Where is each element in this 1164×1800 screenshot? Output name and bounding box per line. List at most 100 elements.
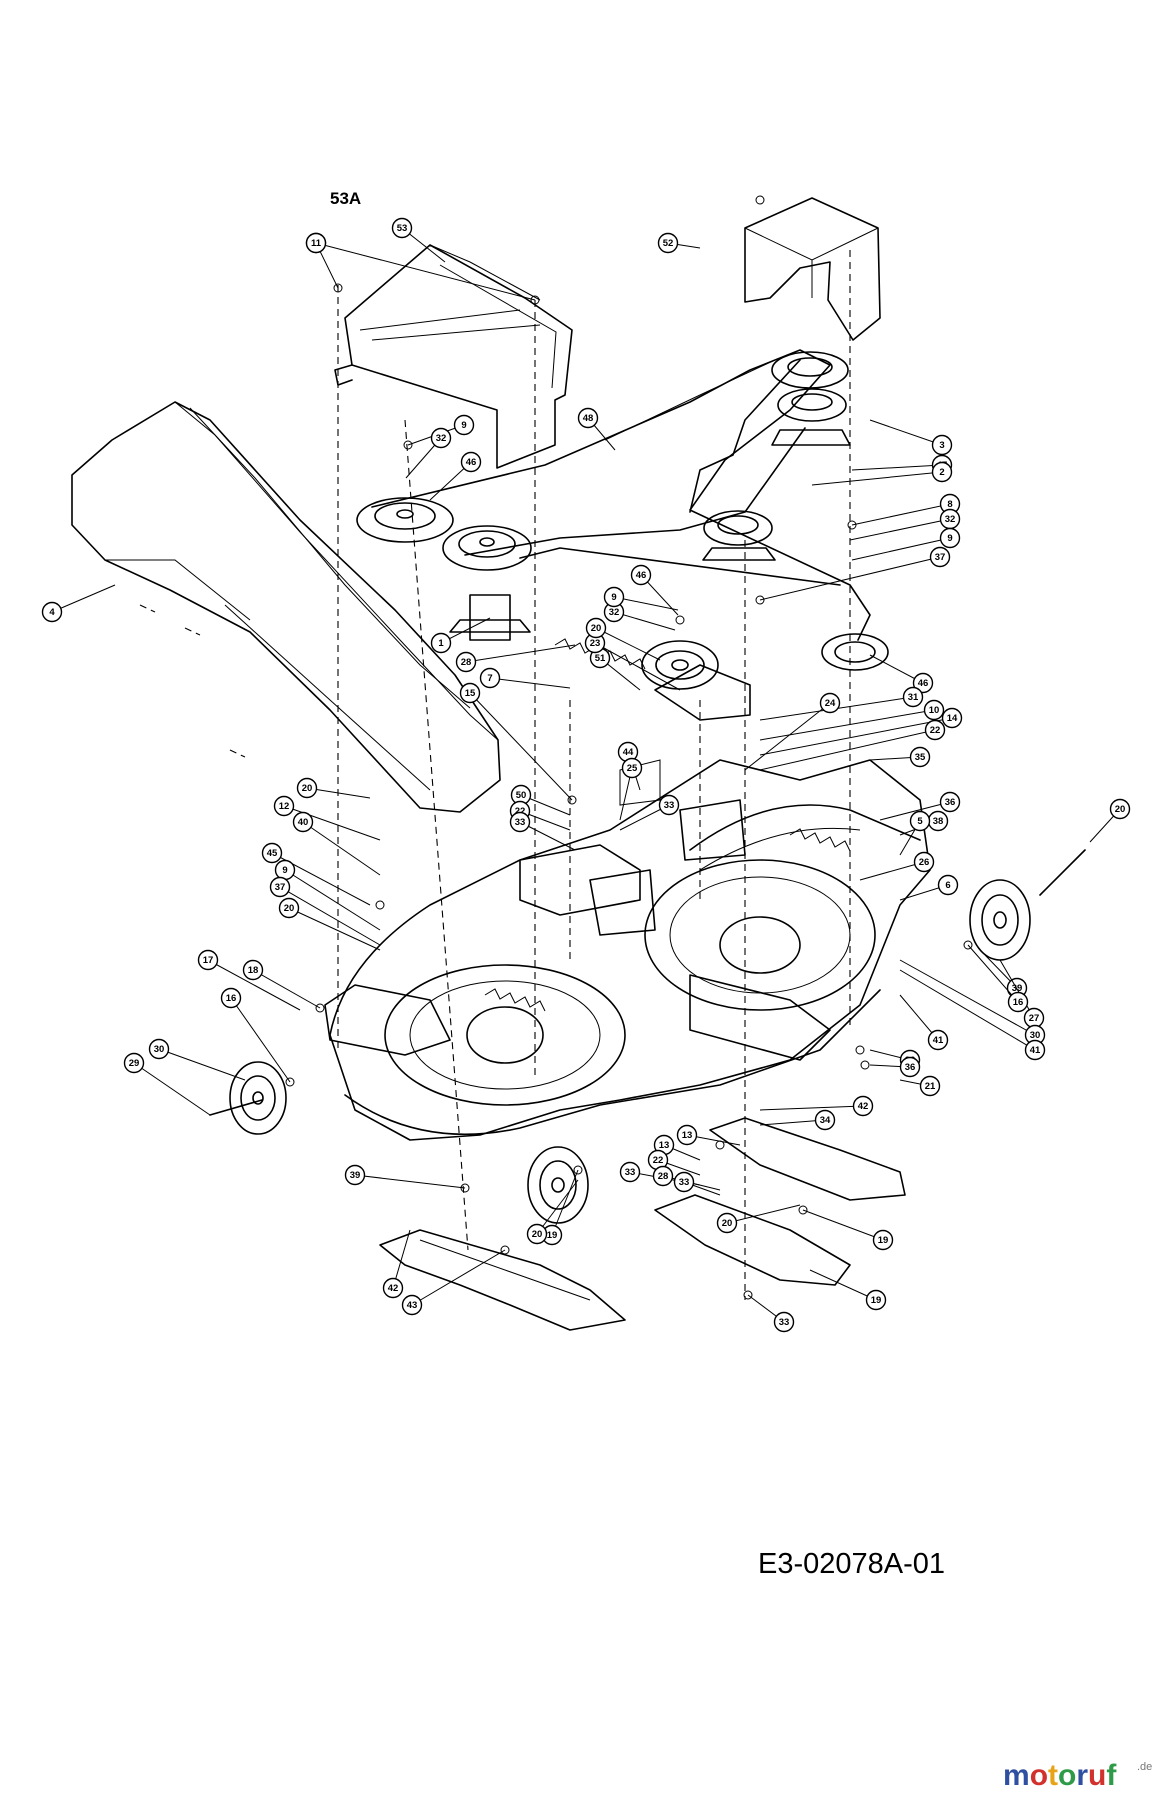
callout-12: 12 — [273, 795, 381, 841]
svg-text:15: 15 — [465, 688, 476, 699]
svg-text:42: 42 — [388, 1283, 399, 1294]
svg-text:20: 20 — [591, 623, 602, 634]
svg-text:10: 10 — [929, 705, 940, 716]
svg-text:18: 18 — [248, 965, 259, 976]
svg-text:41: 41 — [1030, 1045, 1041, 1056]
header-label: 53A — [330, 189, 361, 208]
svg-text:14: 14 — [947, 713, 958, 724]
svg-text:20: 20 — [532, 1229, 543, 1240]
motoruf-watermark: motoruf .de — [1003, 1759, 1152, 1792]
left-belt-cover — [334, 244, 573, 469]
callout-3: 3 — [869, 419, 953, 456]
svg-text:33: 33 — [664, 800, 675, 811]
callout-16: 16 — [967, 944, 1029, 1013]
callout-33: 33 — [673, 1171, 721, 1196]
callout-26: 26 — [859, 851, 935, 881]
callout-17: 17 — [197, 949, 301, 1011]
svg-text:9: 9 — [282, 865, 287, 876]
callout-48: 48 — [577, 407, 616, 451]
callout-42: 42 — [382, 1229, 411, 1299]
callout-8: 8 — [851, 493, 961, 526]
svg-text:20: 20 — [1115, 804, 1126, 815]
svg-text:9: 9 — [611, 592, 616, 603]
callout-40: 40 — [292, 811, 381, 876]
callout-43: 43 — [401, 1249, 506, 1316]
svg-text:27: 27 — [1029, 1013, 1040, 1024]
svg-text:3: 3 — [939, 440, 944, 451]
callout-37: 37 — [269, 876, 381, 946]
callout-27: 27 — [999, 959, 1045, 1029]
svg-text:35: 35 — [915, 752, 926, 763]
callout-52: 52 — [657, 232, 701, 254]
svg-text:36: 36 — [905, 1062, 916, 1073]
callout-9: 9 — [407, 414, 475, 446]
svg-text:2: 2 — [939, 467, 944, 478]
svg-text:19: 19 — [871, 1295, 882, 1306]
callout-15: 15 — [459, 682, 573, 801]
assembly-lines — [139, 250, 851, 1300]
callout-46: 46 — [630, 564, 679, 616]
svg-text:22: 22 — [653, 1155, 664, 1166]
svg-text:46: 46 — [636, 570, 647, 581]
svg-text:39: 39 — [350, 1170, 361, 1181]
callout-11: 11 — [305, 232, 536, 301]
callout-39: 39 — [344, 1164, 466, 1189]
callout-20: 20 — [296, 777, 371, 799]
svg-text:4: 4 — [49, 607, 55, 618]
svg-text:16: 16 — [1013, 997, 1024, 1008]
callout-16: 16 — [220, 987, 291, 1083]
callout-34: 34 — [759, 1109, 836, 1131]
svg-text:46: 46 — [466, 457, 477, 468]
watermark-text: motoruf — [1003, 1759, 1117, 1792]
callout-30: 30 — [899, 959, 1046, 1046]
gauge-wheels — [209, 849, 1086, 1224]
svg-text:33: 33 — [779, 1317, 790, 1328]
svg-text:32: 32 — [436, 433, 447, 444]
svg-text:22: 22 — [515, 806, 526, 817]
svg-text:9: 9 — [947, 533, 952, 544]
svg-text:17: 17 — [203, 955, 214, 966]
svg-text:28: 28 — [658, 1171, 669, 1182]
callout-30: 30 — [148, 1038, 246, 1081]
svg-text:19: 19 — [547, 1230, 558, 1241]
svg-text:24: 24 — [825, 698, 836, 709]
callout-36: 36 — [879, 791, 961, 821]
svg-text:23: 23 — [590, 638, 601, 649]
callout-36: 36 — [869, 1056, 921, 1078]
svg-text:32: 32 — [609, 607, 620, 618]
callout-35: 35 — [869, 746, 931, 768]
callout-50: 50 — [510, 784, 571, 816]
hardware — [285, 195, 973, 1300]
callout-41: 41 — [899, 994, 949, 1051]
svg-text:20: 20 — [722, 1218, 733, 1229]
svg-text:21: 21 — [925, 1081, 936, 1092]
svg-text:41: 41 — [933, 1035, 944, 1046]
svg-text:43: 43 — [407, 1300, 418, 1311]
svg-text:51: 51 — [595, 653, 606, 664]
svg-text:44: 44 — [623, 747, 634, 758]
svg-text:29: 29 — [129, 1058, 140, 1069]
svg-text:37: 37 — [275, 882, 286, 893]
svg-text:22: 22 — [930, 725, 941, 736]
svg-text:16: 16 — [226, 993, 237, 1004]
callout-29: 29 — [123, 1052, 211, 1116]
callout-14: 14 — [759, 707, 963, 756]
callout-5: 5 — [899, 810, 931, 856]
callout-2: 2 — [811, 461, 953, 486]
callout-24: 24 — [744, 692, 841, 771]
callout-13: 13 — [676, 1124, 741, 1146]
callout-25: 25 — [619, 757, 643, 821]
discharge-chute — [71, 401, 501, 813]
callout-19: 19 — [809, 1269, 887, 1311]
svg-text:30: 30 — [154, 1044, 165, 1055]
svg-text:9: 9 — [461, 420, 466, 431]
svg-text:28: 28 — [461, 657, 472, 668]
callout-4: 4 — [41, 584, 116, 623]
svg-text:30: 30 — [1030, 1030, 1041, 1041]
callout-46: 46 — [869, 654, 934, 694]
callout-46: 46 — [429, 451, 482, 501]
callout-7: 7 — [479, 667, 571, 689]
drawing-code: E3-02078A-01 — [758, 1548, 945, 1580]
callout-31: 31 — [759, 686, 924, 721]
